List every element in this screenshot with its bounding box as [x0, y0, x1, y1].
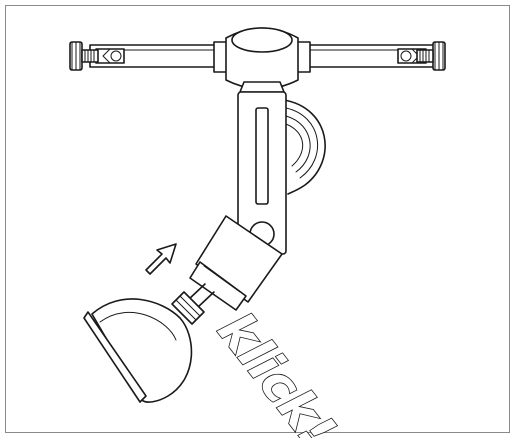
insert-arrow	[145, 243, 177, 275]
lamp-socket	[189, 215, 283, 311]
right-thumbscrew	[416, 41, 446, 71]
swivel-arm	[237, 91, 287, 255]
center-hub	[213, 27, 311, 93]
halogen-reflector-bulb	[83, 283, 215, 403]
left-thumbscrew	[69, 41, 99, 71]
cable-bundle	[283, 99, 326, 195]
